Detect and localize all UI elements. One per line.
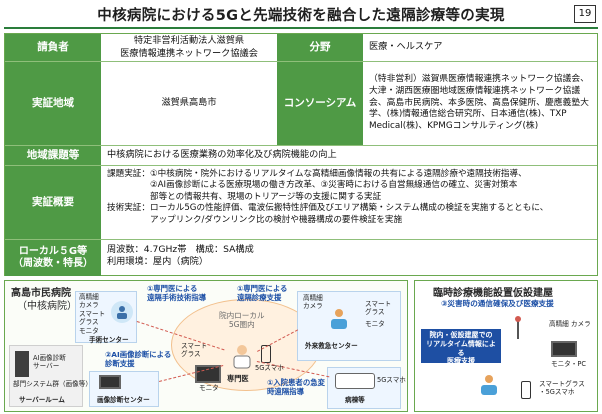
camera-label: 高精細 カメラ: [79, 293, 99, 309]
tag-ai-diagnosis: ②AI画像診断による 診断支援: [105, 350, 172, 368]
hospital-name: 高島市民病院: [11, 288, 71, 299]
local5g-line: 周波数：4.7GHz帯 構成：SA構成: [107, 244, 254, 255]
tag-remote-surgery: ①専門医による 遠隔手術技術指導: [147, 284, 207, 302]
title-rule: [4, 27, 598, 29]
field-label: 分野: [277, 34, 363, 61]
doctor-icon: [111, 301, 133, 323]
outpatient-label: 外来救急センター: [305, 342, 358, 350]
server-room-label: サーバールーム: [19, 396, 65, 404]
page-title: 中核病院における5Gと先端技術を融合した遠隔診療等の実現: [97, 8, 505, 24]
temporary-building-diagram: 臨時診療機能設置仮設建屋 ③災害時の通信確保及び医療支援 院内・仮設建屋での リ…: [414, 280, 598, 412]
monitor-icon-3: [551, 341, 577, 357]
camera-label-3: 高精細 カメラ: [549, 320, 591, 328]
bed-icon: [335, 373, 375, 389]
applicant-value: 特定非営利活動法人滋賀県 医療情報連携ネットワーク協議会: [120, 35, 258, 59]
area-label: 実証地域: [5, 62, 101, 145]
row-applicant: 請負者 特定非営利活動法人滋賀県 医療情報連携ネットワーク協議会 分野 医療・ヘ…: [5, 34, 597, 62]
summary-label: 実証概要: [5, 166, 101, 239]
consortium-label: コンソーシアム: [277, 62, 363, 145]
row-area: 実証地域 滋賀県高島市 コンソーシアム （特非営利）滋賀県医療情報連携ネットワー…: [5, 62, 597, 146]
surgery-label: 手術センター: [89, 336, 129, 344]
tag-remote-consult: ①専門医による 遠隔診療支援: [237, 284, 288, 302]
issue-label: 地域課題等: [5, 146, 101, 165]
diagram-area: 高島市民病院 （中核病院） 院内ローカル 5G圏内 高精細 カメラ スマート グ…: [4, 280, 598, 412]
temporary-building-name: 臨時診療機能設置仮設建屋: [433, 288, 553, 299]
network-label: 院内ローカル 5G圏内: [219, 311, 265, 330]
camera-label-2: 高精細 カメラ: [303, 294, 323, 310]
local5g-line: 利用環境：屋内（病院）: [107, 256, 209, 268]
monitor-label-3: モニタ: [199, 384, 219, 392]
image-center-label: 画像診断センター: [97, 396, 150, 404]
smartglass-label-3: スマート グラス: [181, 342, 208, 358]
summary-table: 請負者 特定非営利活動法人滋賀県 医療情報連携ネットワーク協議会 分野 医療・ヘ…: [4, 33, 598, 276]
local5g-label: ローカル５G等 （周波数・特長）: [5, 240, 101, 276]
smartphone-icon: [261, 345, 271, 363]
tag-disaster: ③災害時の通信確保及び医療支援: [441, 299, 554, 308]
monitor-label: モニタ: [79, 327, 99, 335]
summary-value: 課題実証：①中核病院・院外におけるリアルタイムな高精細画像情報の共有による遠隔診…: [101, 166, 597, 239]
field-value: 医療・ヘルスケア: [369, 41, 443, 53]
ai-server-label: AI画像診断 サーバー: [33, 354, 66, 370]
specialist-icon: [227, 341, 257, 371]
specialist-label: 専門医: [227, 374, 249, 383]
page-number: 19: [574, 5, 596, 23]
sg-phone-label: スマートグラス ・5Gスマホ: [539, 380, 585, 396]
applicant-label: 請負者: [5, 34, 101, 61]
patient-icon-2: [475, 371, 503, 399]
tag-realtime-support: 院内・仮設建屋での リアルタイム情報による 医療支援: [421, 329, 501, 365]
hospital-sub: （中核病院）: [17, 301, 77, 312]
monitor-pc-label: モニタ・PC: [551, 360, 586, 368]
summary-line: 課題実証：①中核病院・院外におけるリアルタイムな高精細画像情報の共有による遠隔診…: [107, 169, 527, 179]
smartphone-label-2: 5Gスマホ: [377, 376, 406, 384]
server-icon: [15, 351, 29, 377]
smartglass-label: スマート グラス: [79, 310, 106, 326]
monitor-label-2: モニタ: [365, 320, 385, 328]
consortium-value: （特非営利）滋賀県医療情報連携ネットワーク協議会、大津・湖西医療圏地域医療情報連…: [369, 74, 589, 131]
smartphone-label: 5Gスマホ: [255, 364, 284, 372]
issue-value: 中核病院における医療業務の効率化及び病院機能の向上: [107, 149, 337, 161]
hospital-diagram: 高島市民病院 （中核病院） 院内ローカル 5G圏内 高精細 カメラ スマート グ…: [4, 280, 408, 412]
outpatient-room: [297, 291, 401, 361]
monitor-icon: [195, 365, 221, 383]
row-issue: 地域課題等 中核病院における医療業務の効率化及び病院機能の向上: [5, 146, 597, 166]
monitor-icon-2: [99, 375, 121, 389]
local5g-value: 周波数：4.7GHz帯 構成：SA構成 利用環境：屋内（病院）: [101, 240, 597, 276]
tag-ward-guidance: ①入院患者の急変 時遠隔指導: [267, 378, 325, 396]
area-value: 滋賀県高島市: [161, 97, 217, 109]
summary-line: ②AI画像診断による医療現場の働き方改革、③災害時における自営無線通信の確立、災…: [107, 180, 518, 191]
ward-label: 病棟等: [345, 396, 365, 404]
summary-line: 部等との情報共有、現場のトリアージ等の支援に関する実証: [107, 191, 382, 202]
image-center-room: [89, 371, 159, 407]
row-summary: 実証概要 課題実証：①中核病院・院外におけるリアルタイムな高精細画像情報の共有に…: [5, 166, 597, 240]
summary-line: 技術実証：ローカル5Gの性能評価、電波伝搬特性評価及びエリア構築・システム構成の…: [107, 203, 549, 214]
smartglass-label-2: スマート グラス: [365, 300, 392, 316]
antenna-icon: [511, 315, 525, 339]
patient-icon: [325, 305, 353, 333]
smartphone-icon-2: [521, 381, 531, 399]
dept-system-label: 部門システム群（画像等）: [13, 380, 92, 388]
row-local5g: ローカル５G等 （周波数・特長） 周波数：4.7GHz帯 構成：SA構成 利用環…: [5, 240, 597, 276]
summary-line: アップリンク/ダウンリンク比の検討や機器構成の要件検証を実施: [107, 214, 403, 225]
